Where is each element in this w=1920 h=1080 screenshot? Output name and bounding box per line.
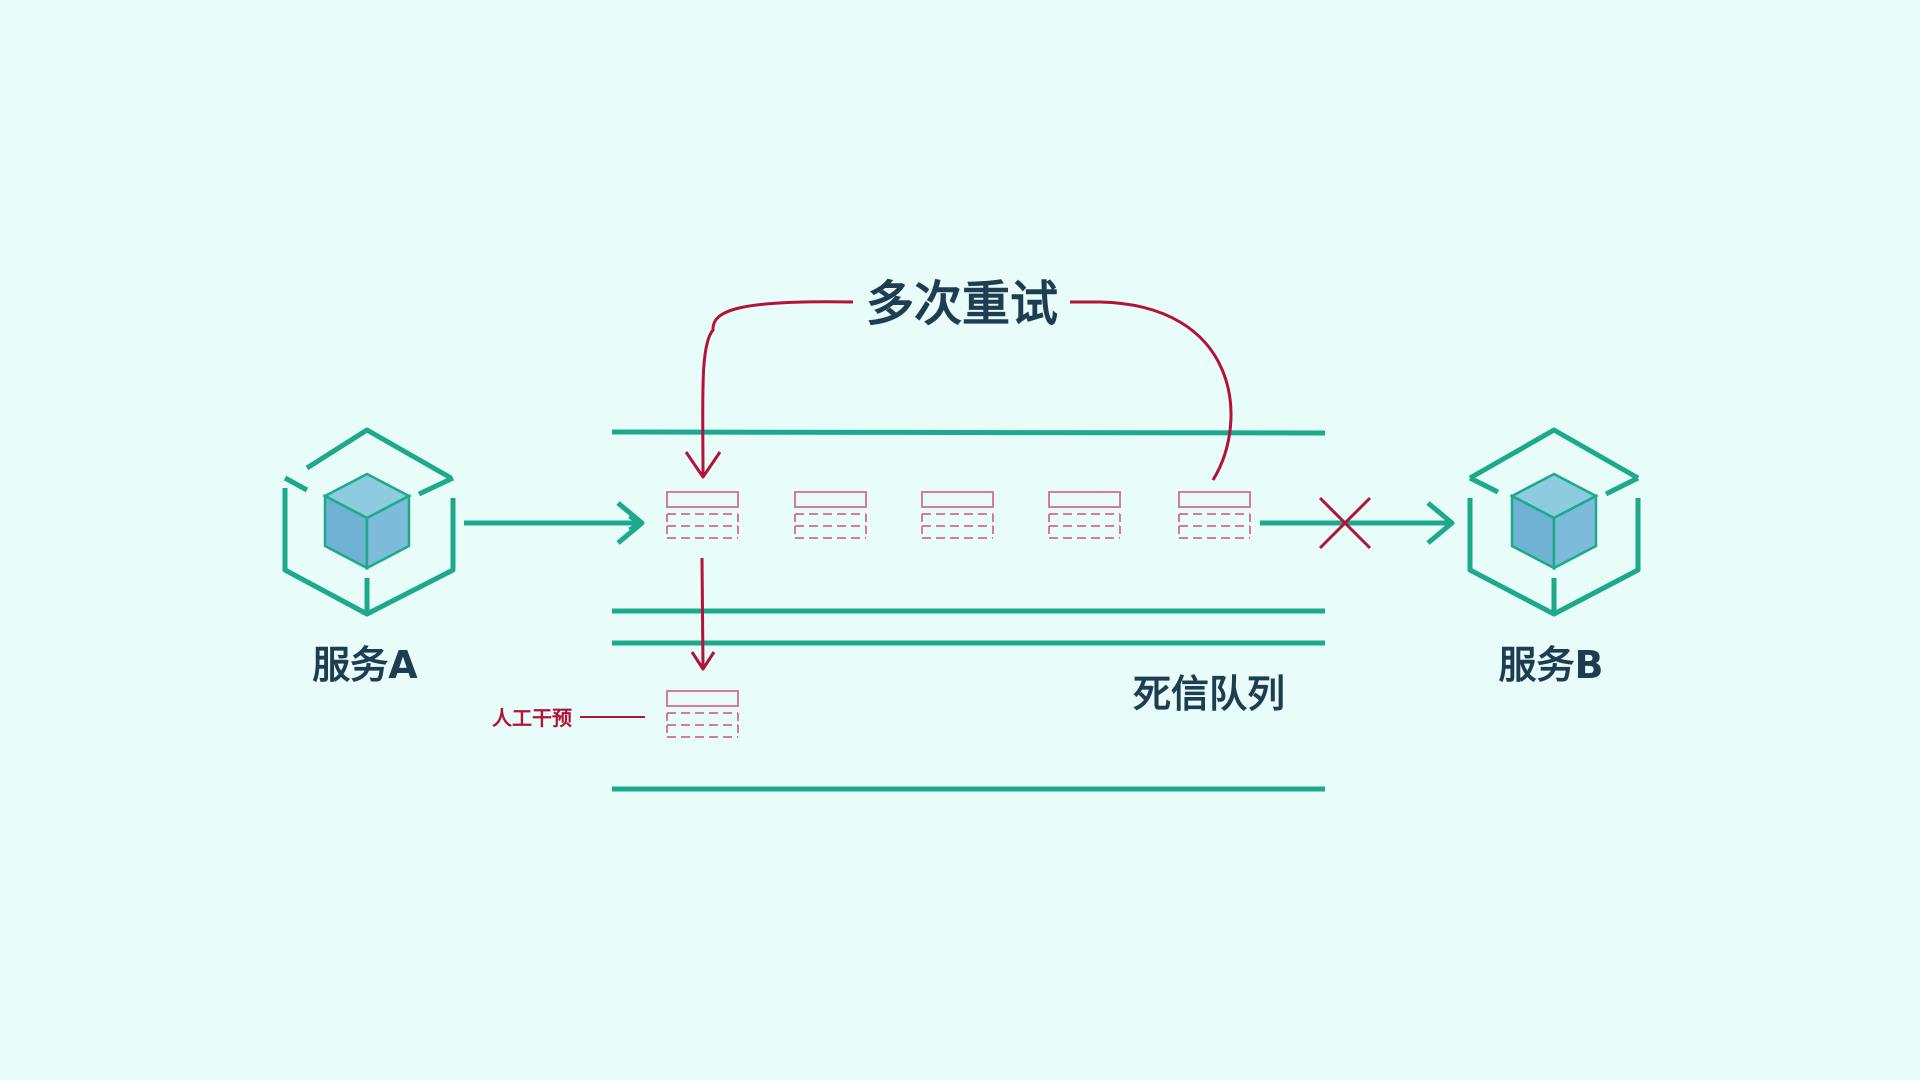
dead-letter-arrowhead	[690, 651, 716, 671]
arrowhead-into-queue	[616, 501, 645, 545]
arrowhead-into-service-b	[1426, 501, 1455, 545]
message-icon	[794, 491, 867, 539]
retry-label: 多次重试	[866, 276, 1058, 332]
manual-intervention-label: 人工干预	[492, 706, 572, 730]
main-queue-top-line	[611, 429, 1326, 436]
dead-letter-message-icon	[666, 690, 739, 738]
arrow-to-dead-letter-queue	[700, 557, 705, 669]
cross-icon	[1318, 496, 1372, 550]
message-icon	[1048, 491, 1121, 539]
service-b-icon	[1467, 427, 1641, 617]
service-a-icon	[282, 427, 456, 617]
retry-loop-arrow	[701, 300, 1233, 481]
message-icon	[666, 491, 739, 539]
service-b-label: 服务B	[1499, 643, 1604, 687]
dead-letter-queue-label: 死信队列	[1133, 672, 1285, 716]
service-a-label: 服务A	[312, 643, 418, 687]
message-icon	[921, 491, 994, 539]
message-icon	[1178, 491, 1251, 539]
retry-arrowhead	[684, 451, 722, 479]
